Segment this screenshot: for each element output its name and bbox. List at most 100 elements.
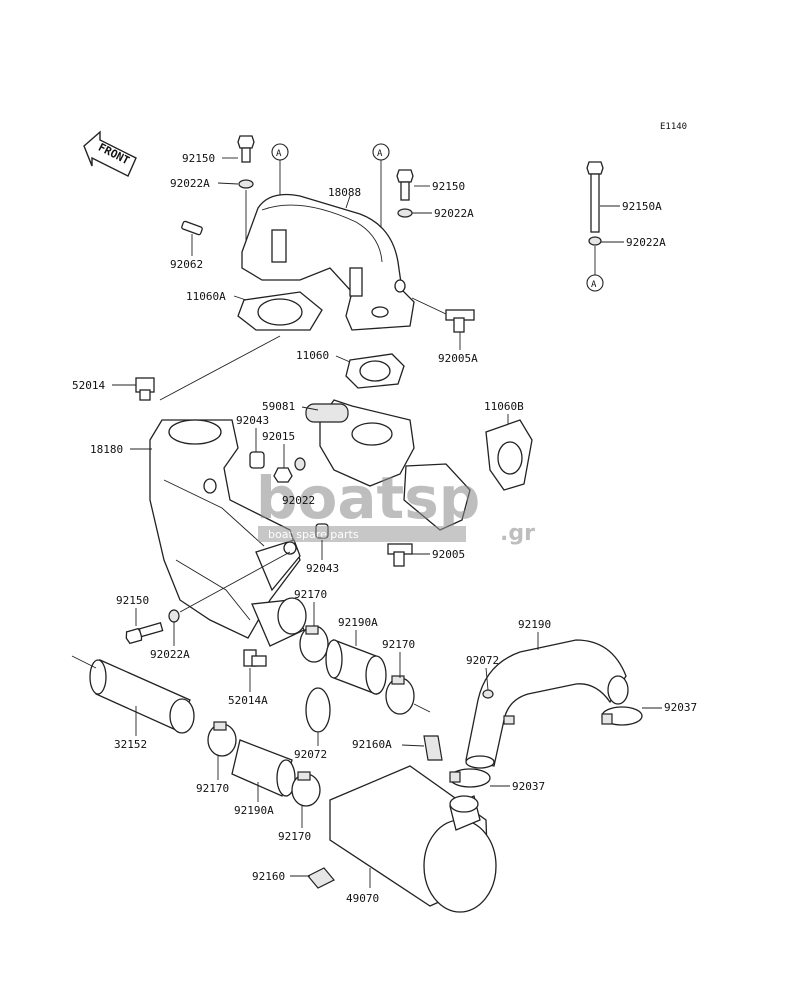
callout-92072-b: 92072 (294, 732, 327, 761)
svg-text:92170: 92170 (196, 782, 229, 795)
callout-92015: 92015 (262, 430, 295, 468)
callout-92062: 92062 (170, 234, 203, 271)
water-box-59081 (305, 399, 471, 531)
callout-92037-b: 92037 (490, 780, 545, 793)
ref-marker-a-3: A (586, 274, 604, 292)
svg-text:92037: 92037 (664, 701, 697, 714)
svg-text:92022A: 92022A (626, 236, 666, 249)
callout-92150-top: 92150 (182, 152, 238, 165)
svg-text:92170: 92170 (382, 638, 415, 651)
callout-32152: 32152 (114, 706, 147, 751)
bolt-92150-mid-icon (396, 169, 414, 218)
svg-text:92005: 92005 (432, 548, 465, 561)
svg-text:boat spare parts: boat spare parts (268, 528, 359, 541)
fitting-92005-icon (387, 543, 413, 567)
svg-text:92170: 92170 (278, 830, 311, 843)
svg-text:92022A: 92022A (150, 648, 190, 661)
svg-text:11060: 11060 (296, 349, 329, 362)
svg-text:92022: 92022 (282, 494, 315, 507)
svg-text:92190A: 92190A (338, 616, 378, 629)
svg-text:92005A: 92005A (438, 352, 478, 365)
callout-92005: 92005 (412, 548, 465, 561)
callout-18088: 18088 (328, 186, 361, 199)
svg-text:59081: 59081 (262, 400, 295, 413)
svg-text:A: A (591, 280, 597, 290)
callout-59081: 59081 (262, 400, 319, 413)
tail-pipe-92190 (465, 639, 629, 769)
callout-92043-top: 92043 (236, 414, 269, 452)
svg-text:52014A: 52014A (228, 694, 268, 707)
callout-92190a-b: 92190A (234, 782, 274, 817)
elbow-52014a-icon (243, 649, 267, 667)
svg-text:32152: 32152 (114, 738, 147, 751)
svg-text:92072: 92072 (294, 748, 327, 761)
bolt-92150a-icon (586, 161, 604, 275)
svg-text:92150: 92150 (182, 152, 215, 165)
svg-text:92043: 92043 (236, 414, 269, 427)
bolt-92150-top-icon (237, 135, 255, 250)
svg-text:52014: 52014 (72, 379, 105, 392)
svg-text:92170: 92170 (294, 588, 327, 601)
svg-text:92022A: 92022A (170, 177, 210, 190)
svg-text:A: A (276, 149, 282, 159)
callout-11060a: 11060A (186, 290, 247, 303)
svg-text:92150: 92150 (116, 594, 149, 607)
callout-92150-low: 92150 (116, 594, 149, 626)
svg-text:92190: 92190 (518, 618, 551, 631)
callout-52014a: 52014A (228, 668, 268, 707)
callout-92022a-low: 92022A (150, 622, 190, 661)
callout-11060b: 11060B (484, 400, 524, 424)
exhaust-manifold-18088 (241, 193, 415, 331)
nut-92015-icon (273, 467, 293, 483)
collar-92043-top-icon (249, 451, 265, 469)
clamp-92170-b-icon (385, 675, 431, 715)
callout-92005a: 92005A (438, 332, 478, 365)
svg-text:92190A: 92190A (234, 804, 274, 817)
callout-92160: 92160 (252, 870, 310, 883)
callout-92190: 92190 (518, 618, 551, 650)
washer-92022-icon (294, 457, 306, 471)
svg-text:92150: 92150 (432, 180, 465, 193)
svg-text:boatsp: boatsp (256, 464, 480, 532)
callout-92170-b: 92170 (382, 638, 415, 678)
callout-92072-a: 92072 (466, 654, 499, 691)
diagram-code: E1140 (660, 122, 687, 132)
callout-92022a-right: 92022A (601, 236, 666, 249)
callout-92022a-mid: 92022A (412, 207, 474, 220)
bolt-92150-low-icon (125, 551, 291, 645)
clamp-92037-a-icon (601, 706, 643, 726)
svg-text:92015: 92015 (262, 430, 295, 443)
pad-92160-icon (307, 867, 335, 889)
gasket-11060a (159, 291, 323, 401)
callout-92037-a: 92037 (642, 701, 697, 714)
callout-92022a-top: 92022A (170, 177, 239, 190)
callout-92170-c: 92170 (196, 756, 229, 795)
svg-text:49070: 49070 (346, 892, 379, 905)
hose-92190a-a (325, 639, 387, 695)
svg-text:92037: 92037 (512, 780, 545, 793)
muffler-49070 (329, 765, 497, 913)
clamp-92037-b-icon (449, 768, 491, 788)
exhaust-chamber-18180 (149, 419, 301, 639)
gasket-11060b (485, 419, 533, 491)
svg-text:92150A: 92150A (622, 200, 662, 213)
watermark-logo: boatsp .gr boat spare parts (256, 464, 535, 546)
callout-92170-d: 92170 (278, 806, 311, 843)
outlet-pipe (251, 597, 307, 647)
callout-92160a: 92160A (352, 738, 425, 751)
callout-92150-mid: 92150 (414, 180, 465, 193)
svg-text:92072: 92072 (466, 654, 499, 667)
front-arrow-icon: FRONT (83, 130, 137, 177)
callout-92170-a: 92170 (294, 588, 327, 626)
svg-text:18180: 18180 (90, 443, 123, 456)
callout-11060: 11060 (296, 349, 351, 363)
pipe-32152 (71, 655, 195, 734)
pad-92160a-icon (423, 735, 443, 761)
svg-text:92062: 92062 (170, 258, 203, 271)
hose-92190a-b (231, 739, 296, 797)
elbow-52014-icon (135, 377, 155, 401)
callout-92043-bot: 92043 (306, 540, 339, 575)
svg-text:92022A: 92022A (434, 207, 474, 220)
gasket-11060 (345, 353, 405, 389)
callout-92022: 92022 (282, 494, 315, 507)
